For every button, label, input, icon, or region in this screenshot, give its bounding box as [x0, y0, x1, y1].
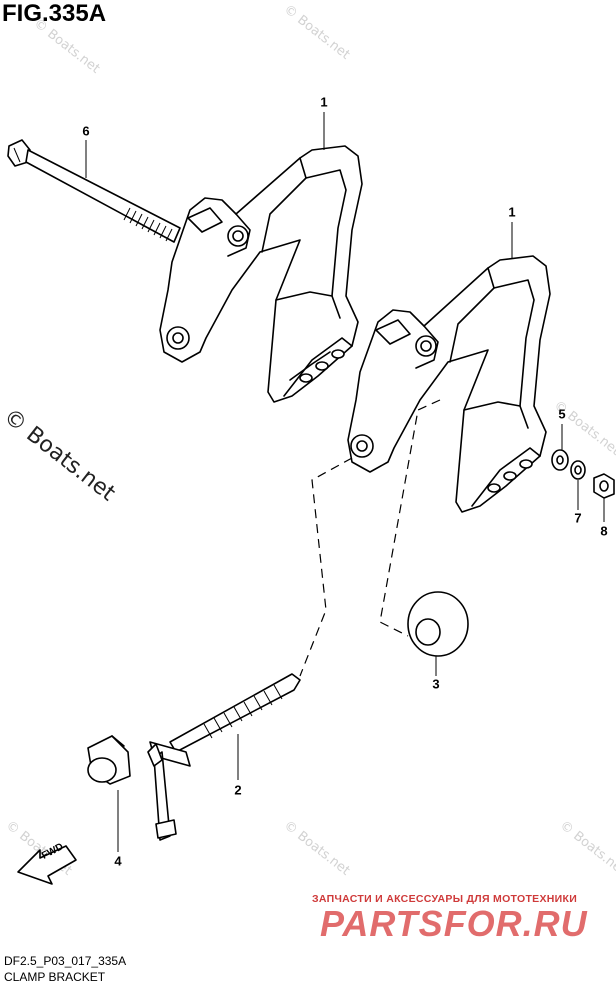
bolt-part-6[interactable] [7, 139, 181, 243]
callout-1-upper: 1 [320, 94, 328, 110]
diagram-name: CLAMP BRACKET [4, 970, 106, 984]
callout-8: 8 [600, 523, 608, 539]
clamp-screw-part-2[interactable] [147, 673, 301, 841]
fwd-arrow-icon [17, 845, 77, 885]
washer-part-5[interactable] [551, 449, 569, 471]
spring-washer-part-7[interactable] [570, 460, 586, 480]
nut-part-8[interactable] [593, 473, 615, 499]
callout-7: 7 [574, 510, 582, 526]
callout-5: 5 [558, 406, 566, 422]
shop-tagline: ЗАПЧАСТИ И АКСЕССУАРЫ ДЛЯ МОТОТЕХНИКИ [312, 893, 578, 905]
figure-title: FIG.335A [2, 0, 107, 27]
diagram-code: DF2.5_P03_017_335A [4, 954, 127, 968]
callout-1-lower: 1 [508, 204, 516, 220]
callout-2: 2 [234, 782, 242, 798]
callout-3: 3 [432, 676, 440, 692]
clamp-bracket-upper-part-1[interactable] [159, 145, 363, 403]
callout-4: 4 [114, 853, 122, 869]
cap-part-4[interactable] [87, 735, 131, 785]
callout-6: 6 [82, 123, 90, 139]
clamp-bracket-lower-part-1[interactable] [347, 255, 551, 513]
shop-logo: PARTSFOR.RU [320, 903, 588, 944]
assembly-line-bolt [299, 457, 353, 677]
disc-pad-part-3[interactable] [407, 591, 469, 657]
assembly-line-disc [379, 399, 441, 637]
